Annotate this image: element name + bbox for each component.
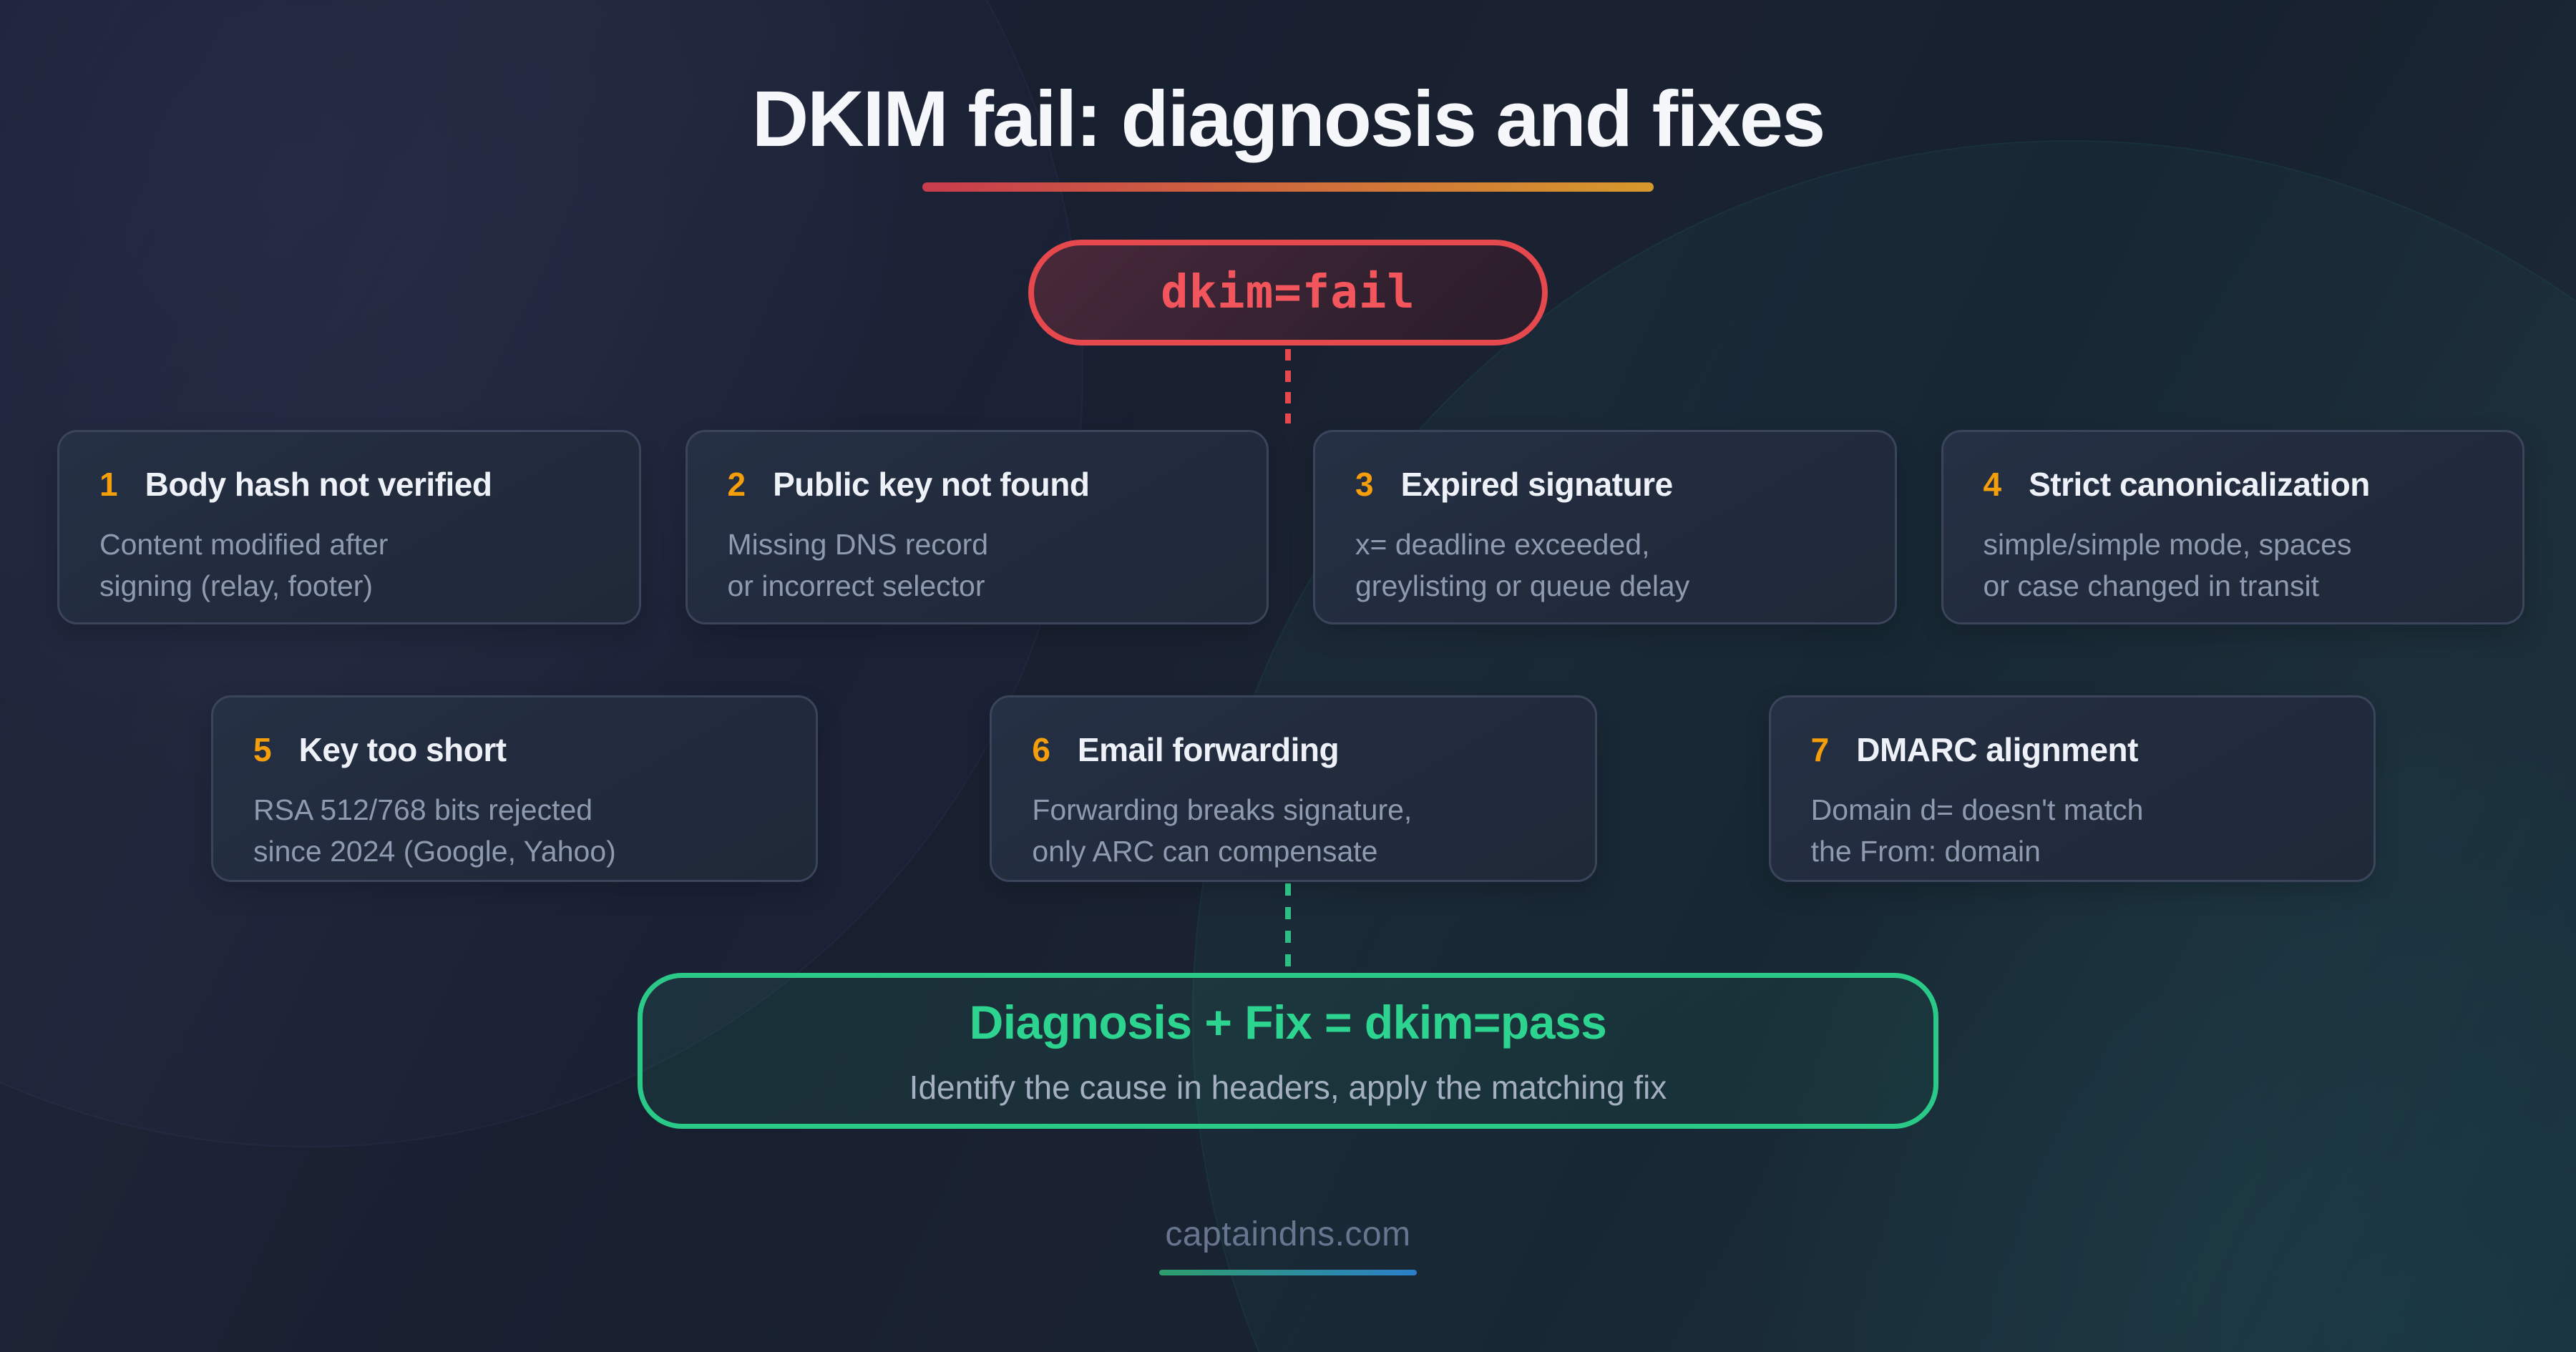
card-title: Public key not found	[773, 466, 1090, 503]
card-head: 2 Public key not found	[728, 465, 1227, 504]
card-head: 7 DMARC alignment	[1811, 730, 2333, 769]
card-description: Content modified after signing (relay, f…	[99, 528, 389, 603]
cause-card-5: 5 Key too short RSA 512/768 bits rejecte…	[211, 695, 819, 882]
dkim-fail-badge: dkim=fail	[1028, 240, 1548, 346]
card-head: 6 Email forwarding	[1032, 730, 1554, 769]
header: DKIM fail: diagnosis and fixes	[0, 74, 2576, 192]
cause-card-4: 4 Strict canonicalization simple/simple …	[1941, 430, 2524, 624]
result-box: Diagnosis + Fix = dkim=pass Identify the…	[638, 973, 1938, 1129]
card-number: 6	[1032, 731, 1050, 768]
footer: captaindns.com	[0, 1215, 2576, 1275]
card-head: 4 Strict canonicalization	[1984, 465, 2483, 504]
card-number: 2	[727, 466, 746, 503]
footer-domain-link[interactable]: captaindns.com	[1165, 1215, 1411, 1253]
card-title: Expired signature	[1400, 466, 1674, 503]
title-underline	[922, 182, 1654, 192]
card-title: Email forwarding	[1077, 731, 1340, 768]
card-number: 7	[1810, 731, 1830, 768]
cause-card-7: 7 DMARC alignment Domain d= doesn't matc…	[1768, 695, 2376, 882]
cause-cards-row-1: 1 Body hash not verified Content modifie…	[57, 430, 2524, 624]
card-number: 1	[99, 466, 118, 503]
cause-card-6: 6 Email forwarding Forwarding breaks sig…	[990, 695, 1597, 882]
card-title: Key too short	[298, 731, 507, 768]
card-number: 3	[1355, 466, 1374, 503]
card-description: simple/simple mode, spaces or case chang…	[1983, 528, 2352, 603]
card-description: Forwarding breaks signature, only ARC ca…	[1032, 793, 1413, 868]
card-head: 1 Body hash not verified	[99, 465, 599, 504]
cause-card-2: 2 Public key not found Missing DNS recor…	[685, 430, 1269, 624]
cause-card-1: 1 Body hash not verified Content modifie…	[57, 430, 641, 624]
footer-underline	[1159, 1270, 1417, 1275]
card-head: 5 Key too short	[253, 730, 776, 769]
green-dashed-connector	[1285, 883, 1291, 968]
card-description: Missing DNS record or incorrect selector	[727, 528, 989, 603]
cause-cards-row-2: 5 Key too short RSA 512/768 bits rejecte…	[211, 695, 2376, 882]
card-number: 4	[1983, 466, 2002, 503]
cause-card-3: 3 Expired signature x= deadline exceeded…	[1313, 430, 1897, 624]
red-dashed-connector	[1285, 349, 1291, 423]
result-title: Diagnosis + Fix = dkim=pass	[969, 996, 1607, 1049]
card-description: RSA 512/768 bits rejected since 2024 (Go…	[253, 793, 616, 868]
card-title: Strict canonicalization	[2029, 466, 2370, 503]
card-number: 5	[253, 731, 272, 768]
card-title: DMARC alignment	[1856, 731, 2138, 768]
dkim-fail-badge-label: dkim=fail	[1161, 266, 1415, 319]
card-title: Body hash not verified	[145, 466, 492, 503]
page-title: DKIM fail: diagnosis and fixes	[751, 75, 1826, 163]
card-head: 3 Expired signature	[1355, 465, 1855, 504]
result-subtitle: Identify the cause in headers, apply the…	[909, 1069, 1667, 1106]
card-description: Domain d= doesn't match the From: domain	[1810, 793, 2144, 868]
card-description: x= deadline exceeded, greylisting or que…	[1355, 528, 1690, 603]
